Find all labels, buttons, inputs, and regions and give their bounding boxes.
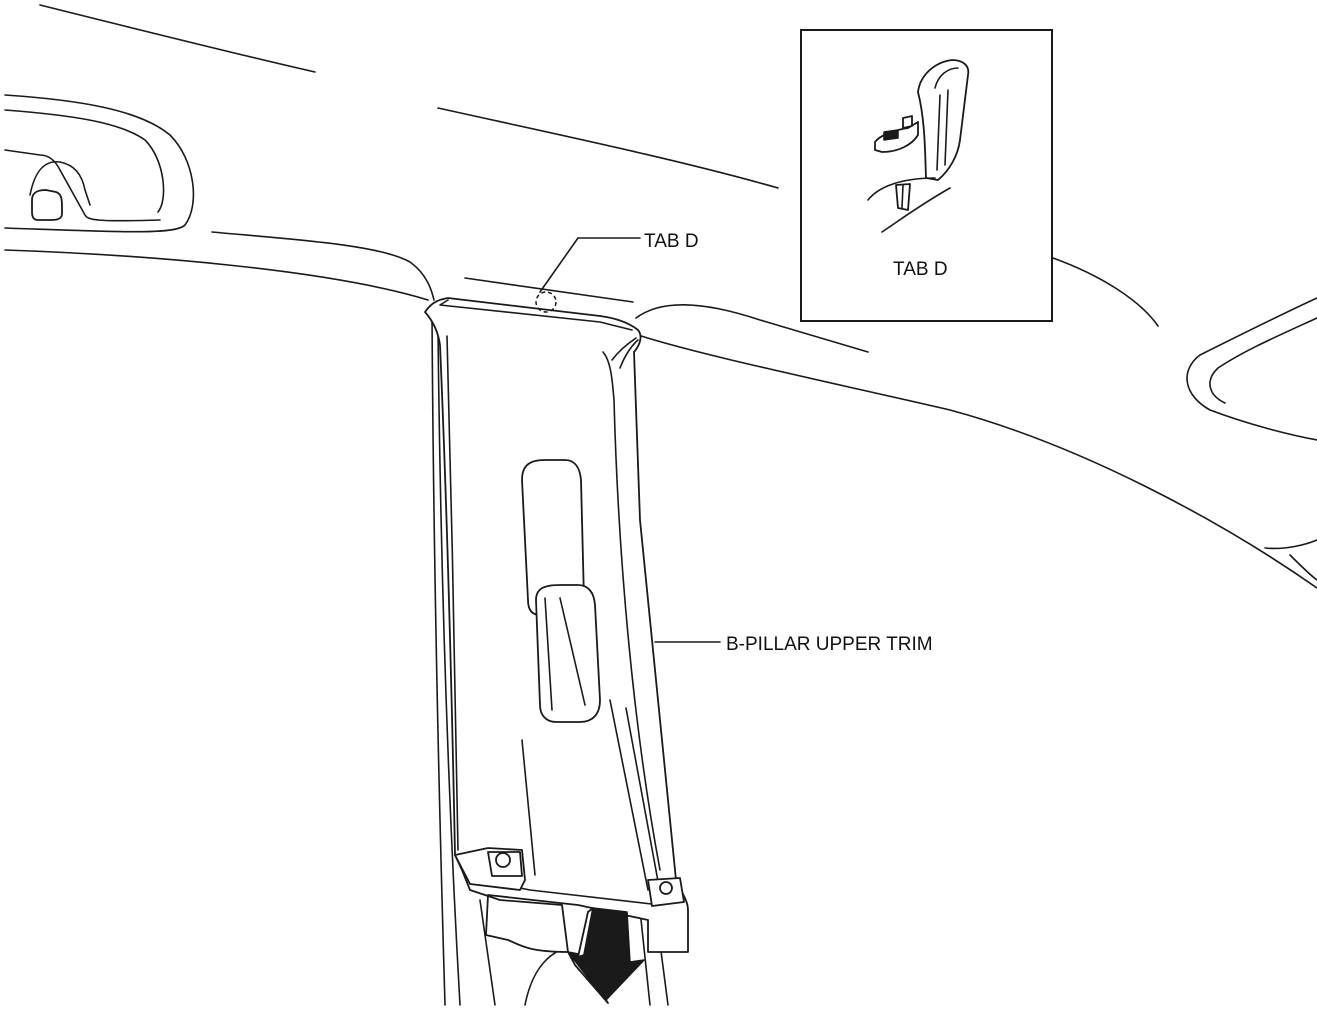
door-opening-edges [431,314,669,1006]
tab-d-inset-label: TAB D [893,259,948,280]
arrow-down-icon [567,907,645,1004]
headliner-outline [4,4,1317,589]
tab-d-callout-label: TAB D [644,231,699,252]
tab-d-leader-line [539,237,641,293]
tab-d-marker [535,291,557,313]
tab-d-detail-inset: TAB D [800,29,1053,322]
b-pillar-upper-trim [424,297,689,953]
assist-grip [4,149,161,222]
b-pillar-upper-trim-label: B-PILLAR UPPER TRIM [726,634,933,655]
